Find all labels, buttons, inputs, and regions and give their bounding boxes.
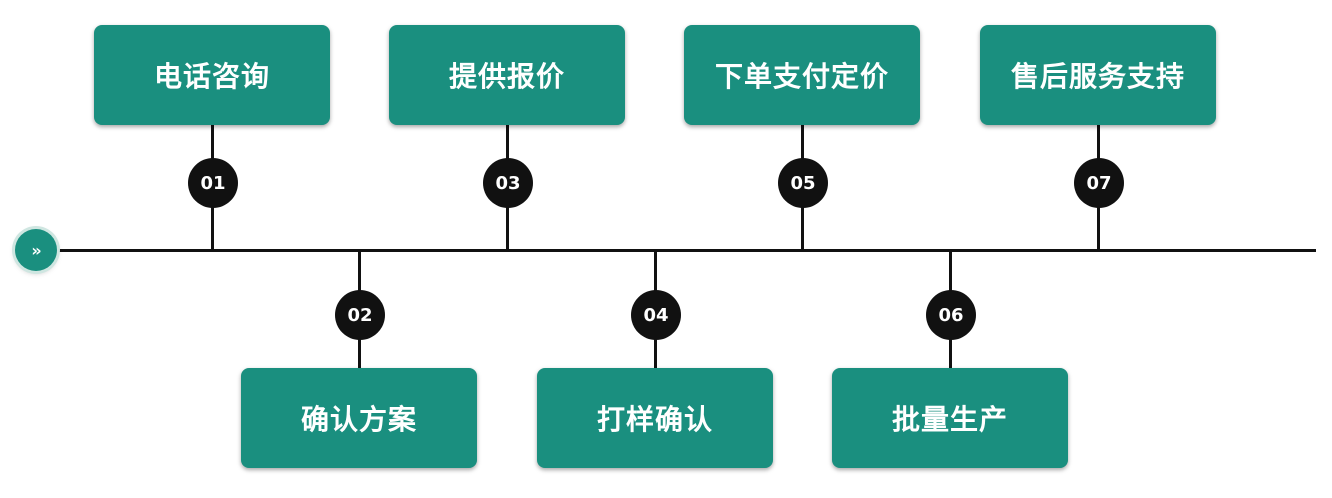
- step-number-badge: 02: [335, 290, 385, 340]
- start-arrow-icon: »: [15, 229, 57, 271]
- step-number-badge: 06: [926, 290, 976, 340]
- step-card: 确认方案: [241, 368, 477, 468]
- step-07: 售后服务支持 07: [980, 25, 1216, 251]
- step-number-badge: 04: [631, 290, 681, 340]
- step-number-badge: 07: [1074, 158, 1124, 208]
- step-card: 电话咨询: [94, 25, 330, 125]
- step-number-badge: 01: [188, 158, 238, 208]
- step-06: 06 批量生产: [832, 250, 1068, 468]
- step-number-badge: 03: [483, 158, 533, 208]
- step-card: 批量生产: [832, 368, 1068, 468]
- step-01: 电话咨询 01: [94, 25, 330, 251]
- step-03: 提供报价 03: [389, 25, 625, 251]
- step-card: 下单支付定价: [684, 25, 920, 125]
- step-card: 提供报价: [389, 25, 625, 125]
- step-02: 02 确认方案: [241, 250, 477, 468]
- step-04: 04 打样确认: [537, 250, 773, 468]
- step-number-badge: 05: [778, 158, 828, 208]
- step-card: 打样确认: [537, 368, 773, 468]
- step-05: 下单支付定价 05: [684, 25, 920, 251]
- timeline-axis: [40, 249, 1316, 252]
- step-card: 售后服务支持: [980, 25, 1216, 125]
